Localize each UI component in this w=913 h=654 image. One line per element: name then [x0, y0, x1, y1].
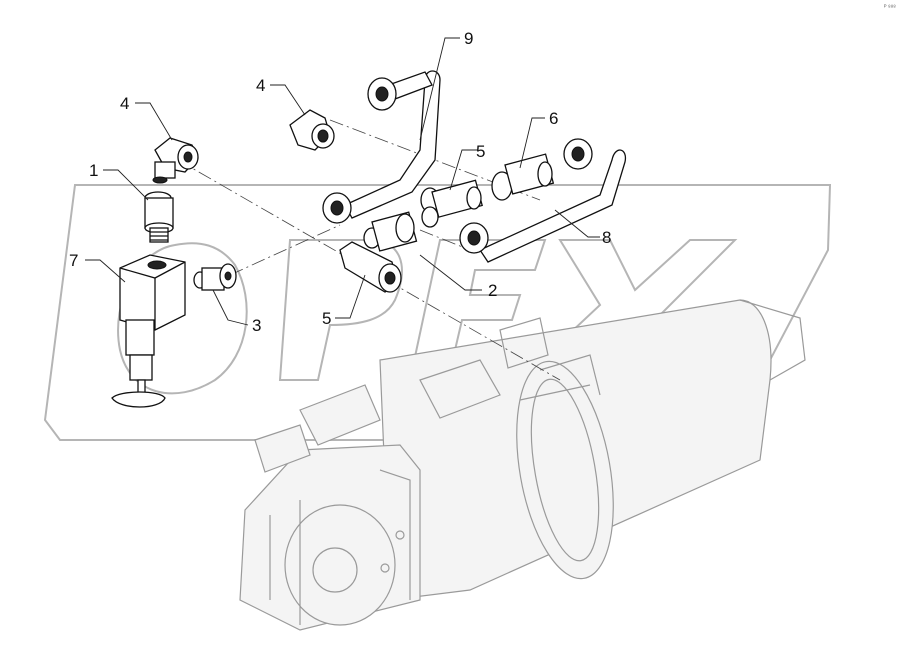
leader-lines — [85, 37, 600, 326]
callout-5-lower: 5 — [322, 309, 331, 328]
part-tee-fitting-lower — [339, 241, 402, 293]
callout-4-upper: 4 — [256, 76, 265, 95]
part-bent-pipe-9 — [322, 70, 441, 224]
background-assembly — [239, 299, 806, 631]
callout-9: 9 — [464, 29, 473, 48]
part-tee-fitting-upper — [420, 179, 483, 228]
callout-3: 3 — [252, 316, 261, 335]
callout-1: 1 — [89, 161, 98, 180]
part-straight-fitting — [193, 263, 237, 291]
callout-6: 6 — [549, 109, 558, 128]
callout-4-left: 4 — [120, 94, 129, 113]
callouts: 4 1 7 3 4 9 6 5 8 2 5 — [69, 29, 611, 335]
callout-2: 2 — [488, 281, 497, 300]
part-adapter — [144, 176, 174, 243]
callout-7: 7 — [69, 251, 78, 270]
part-connector — [491, 153, 555, 201]
part-union — [363, 211, 418, 252]
callout-8: 8 — [602, 228, 611, 247]
part-valve-block — [111, 254, 186, 408]
part-elbow-fitting-left — [154, 137, 199, 179]
part-bent-pipe-8 — [459, 138, 627, 263]
callout-5-upper: 5 — [476, 142, 485, 161]
part-elbow-fitting-upper — [289, 109, 335, 151]
corner-mark: ᴾ ⁸⁸⁸ — [884, 4, 896, 11]
